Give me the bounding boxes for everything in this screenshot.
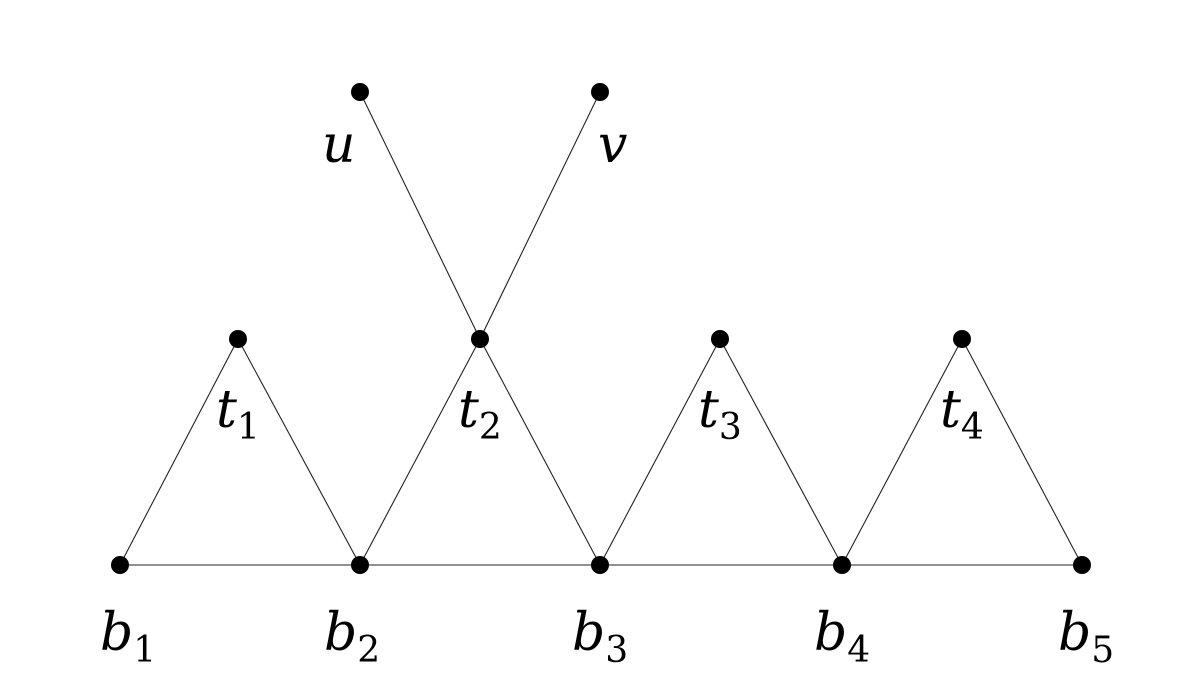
vertex-label-subscript: 3	[719, 407, 742, 448]
vertex-label-main: b	[814, 603, 847, 663]
vertex-label-main: t	[698, 380, 719, 440]
vertex-label-subscript: 4	[847, 630, 870, 671]
vertex-b3	[591, 556, 609, 574]
vertex-layer	[111, 83, 1091, 574]
vertex-label-subscript: 3	[605, 630, 628, 671]
edge-layer	[119, 91, 1083, 566]
edge-t2-b3	[479, 338, 601, 566]
vertex-label-main: t	[458, 380, 479, 440]
vertex-v	[591, 83, 609, 101]
edge-u-t2	[359, 91, 481, 340]
vertex-b5	[1073, 556, 1091, 574]
vertex-label-subscript: 4	[961, 407, 984, 448]
vertex-b1	[111, 556, 129, 574]
vertex-label-b1: b1	[100, 603, 156, 671]
vertex-label-main: b	[1058, 603, 1091, 663]
vertex-t3	[711, 330, 729, 348]
vertex-u	[351, 83, 369, 101]
edge-t4-b5	[961, 338, 1083, 566]
edge-v-t2	[479, 91, 601, 340]
vertex-b4	[833, 556, 851, 574]
edge-t1-b2	[237, 338, 361, 566]
vertex-b2	[351, 556, 369, 574]
edge-t3-b4	[719, 338, 843, 566]
vertex-label-subscript: 1	[133, 630, 156, 671]
vertex-label-b4: b4	[814, 603, 870, 671]
vertex-label-main: b	[572, 603, 605, 663]
vertex-t2	[471, 330, 489, 348]
vertex-label-b3: b3	[572, 603, 628, 671]
vertex-label-t3: t3	[698, 380, 742, 448]
vertex-label-main: b	[324, 603, 357, 663]
edge-b1-t1	[119, 338, 239, 566]
vertex-label-t2: t2	[458, 380, 502, 448]
vertex-label-u: u	[322, 115, 356, 175]
vertex-label-subscript: 2	[479, 407, 502, 448]
vertex-label-b5: b5	[1058, 603, 1114, 671]
edge-b2-t2	[359, 338, 481, 566]
edge-b3-t3	[599, 338, 721, 566]
vertex-label-b2: b2	[324, 603, 380, 671]
vertex-label-subscript: 5	[1091, 630, 1114, 671]
vertex-t4	[953, 330, 971, 348]
vertex-label-subscript: 2	[357, 630, 380, 671]
vertex-label-v: v	[598, 115, 627, 175]
vertex-t1	[229, 330, 247, 348]
vertex-label-main: b	[100, 603, 133, 663]
vertex-label-t1: t1	[216, 380, 260, 448]
vertex-label-main: t	[216, 380, 237, 440]
vertex-label-subscript: 1	[237, 407, 260, 448]
edge-b4-t4	[841, 338, 963, 566]
vertex-label-t4: t4	[940, 380, 984, 448]
vertex-label-main: u	[322, 115, 356, 175]
vertex-label-main: v	[598, 115, 627, 175]
vertex-label-main: t	[940, 380, 961, 440]
